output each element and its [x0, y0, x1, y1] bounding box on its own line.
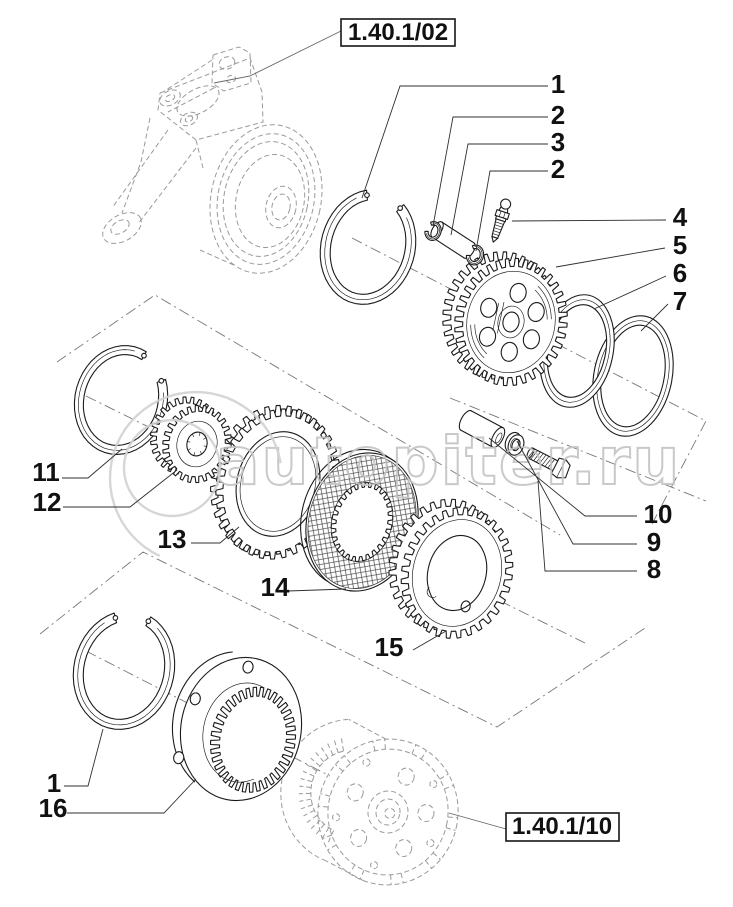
leader-callout-5	[555, 247, 666, 268]
drum-hub-16	[171, 651, 303, 802]
leader-lines	[62, 30, 669, 830]
bolt-8	[526, 447, 571, 479]
leader-callout-6	[593, 275, 667, 310]
leader-callout-1b	[64, 728, 104, 787]
snap-clip-2b	[465, 244, 485, 266]
callout-4: 4	[673, 202, 688, 232]
planet-carrier-reference	[280, 718, 459, 886]
leader-callout-8	[537, 480, 637, 572]
exploded-parts	[72, 189, 674, 802]
callout-1: 1	[551, 69, 565, 99]
callout-numbers: 1 2 3 2 4 5 6 7 10 9 8 11 12 13 14 15 1 …	[32, 69, 688, 823]
snap-clip-2a	[424, 221, 442, 241]
watermark-text: autopiter.ru	[215, 423, 681, 500]
snap-ring-1-bottom	[72, 612, 176, 730]
callout-3: 3	[551, 127, 565, 157]
callout-2b: 2	[551, 154, 565, 184]
gear-15	[388, 498, 514, 639]
callout-8: 8	[647, 554, 661, 584]
ref-box-top[interactable]: 1.40.1/02	[340, 18, 456, 47]
leader-callout-16	[67, 778, 197, 814]
reference-parts	[102, 46, 459, 886]
ref-box-label: 1.40.1/02	[348, 19, 448, 46]
callout-1b: 1	[47, 768, 61, 798]
ref-box-frame	[505, 812, 620, 842]
callout-6: 6	[673, 258, 687, 288]
leader-callout-2a	[432, 116, 548, 227]
leader-callout-9	[516, 440, 637, 545]
callout-7: 7	[673, 286, 687, 316]
friction-disc-14	[300, 448, 419, 592]
leader-callout-3	[450, 143, 548, 236]
callout-15: 15	[375, 632, 404, 662]
callout-16: 16	[39, 793, 68, 823]
leader-ref-box-bottom	[448, 812, 507, 830]
axis-line	[39, 551, 649, 728]
ref-box-frame	[340, 18, 456, 47]
ref-box-label: 1.40.1/10	[512, 813, 612, 840]
watermark: autopiter.ru	[108, 390, 681, 557]
leader-callout-11	[62, 448, 123, 479]
leader-callout-13	[191, 526, 240, 544]
leader-callout-1	[361, 85, 548, 199]
leader-callout-4	[511, 219, 667, 222]
axis-line	[449, 397, 707, 502]
callout-13: 13	[158, 524, 187, 554]
callout-10: 10	[644, 499, 673, 529]
callout-14: 14	[261, 572, 290, 602]
callout-11: 11	[32, 457, 60, 487]
leader-callout-2b	[475, 170, 548, 252]
callout-2a: 2	[551, 100, 565, 130]
ref-box-bottom[interactable]: 1.40.1/10	[505, 812, 620, 842]
leader-ref-box-top	[213, 30, 342, 84]
leader-callout-7	[640, 303, 669, 332]
gear-12	[149, 396, 232, 484]
callout-12: 12	[33, 487, 62, 517]
leader-callout-12	[63, 469, 178, 508]
callout-5: 5	[673, 230, 687, 260]
axis-line	[85, 650, 331, 777]
leader-callout-14	[287, 588, 347, 592]
grease-fitting-4	[491, 198, 512, 243]
gear-hub-5	[442, 251, 568, 387]
snap-ring-1-top	[319, 189, 417, 305]
callout-9: 9	[647, 527, 661, 557]
leader-callout-15	[412, 630, 447, 651]
washer-9	[504, 431, 525, 456]
leader-callout-10	[488, 437, 637, 517]
